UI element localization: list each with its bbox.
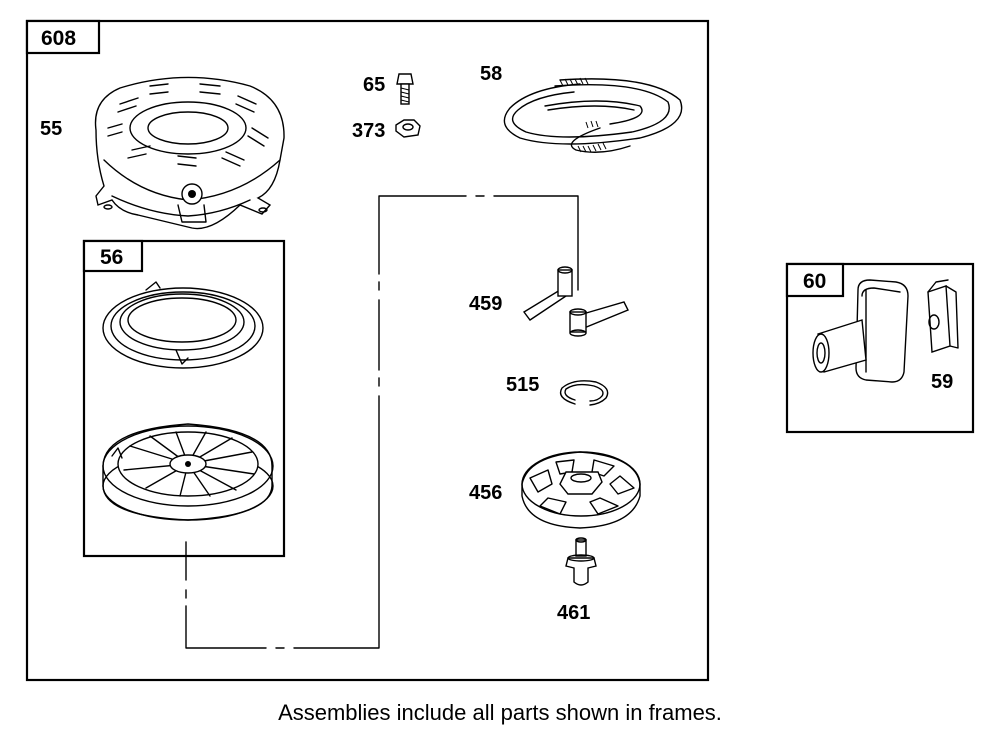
handle-insert-drawing [927,279,959,353]
starter-handle-drawing [812,279,909,383]
frame-56 [82,239,286,558]
retainer-ring-drawing [559,380,609,406]
starter-rope-drawing [503,77,683,153]
assembly-caption: Assemblies include all parts shown in fr… [278,700,722,725]
label-461: 461 [557,602,590,624]
recoil-spring-drawing [102,281,264,369]
label-459: 459 [469,293,502,315]
label-55: 55 [40,118,62,140]
bolt-drawing [396,73,414,105]
nut-drawing [395,119,421,138]
frame-608 [25,19,710,682]
frame-608-tag: 608 [41,27,76,50]
frame-608-tag-box [25,19,101,55]
frame-60-tag-box [785,262,845,298]
recoil-pulley-drawing [102,423,274,521]
label-59: 59 [931,371,953,393]
label-58: 58 [480,63,502,85]
frame-60-tag: 60 [803,270,826,293]
ratchet-drawing [521,451,641,529]
frame-56-tag: 56 [100,246,123,269]
label-65: 65 [363,74,385,96]
screw-drawing [565,537,597,586]
label-515: 515 [506,374,539,396]
frame-56-tag-box [82,239,144,273]
label-373: 373 [352,120,385,142]
pawls-drawing [522,266,629,337]
frame-60 [785,262,975,434]
label-456: 456 [469,482,502,504]
recoil-housing-drawing [94,76,285,230]
leader-line-56-to-459 [185,195,579,649]
